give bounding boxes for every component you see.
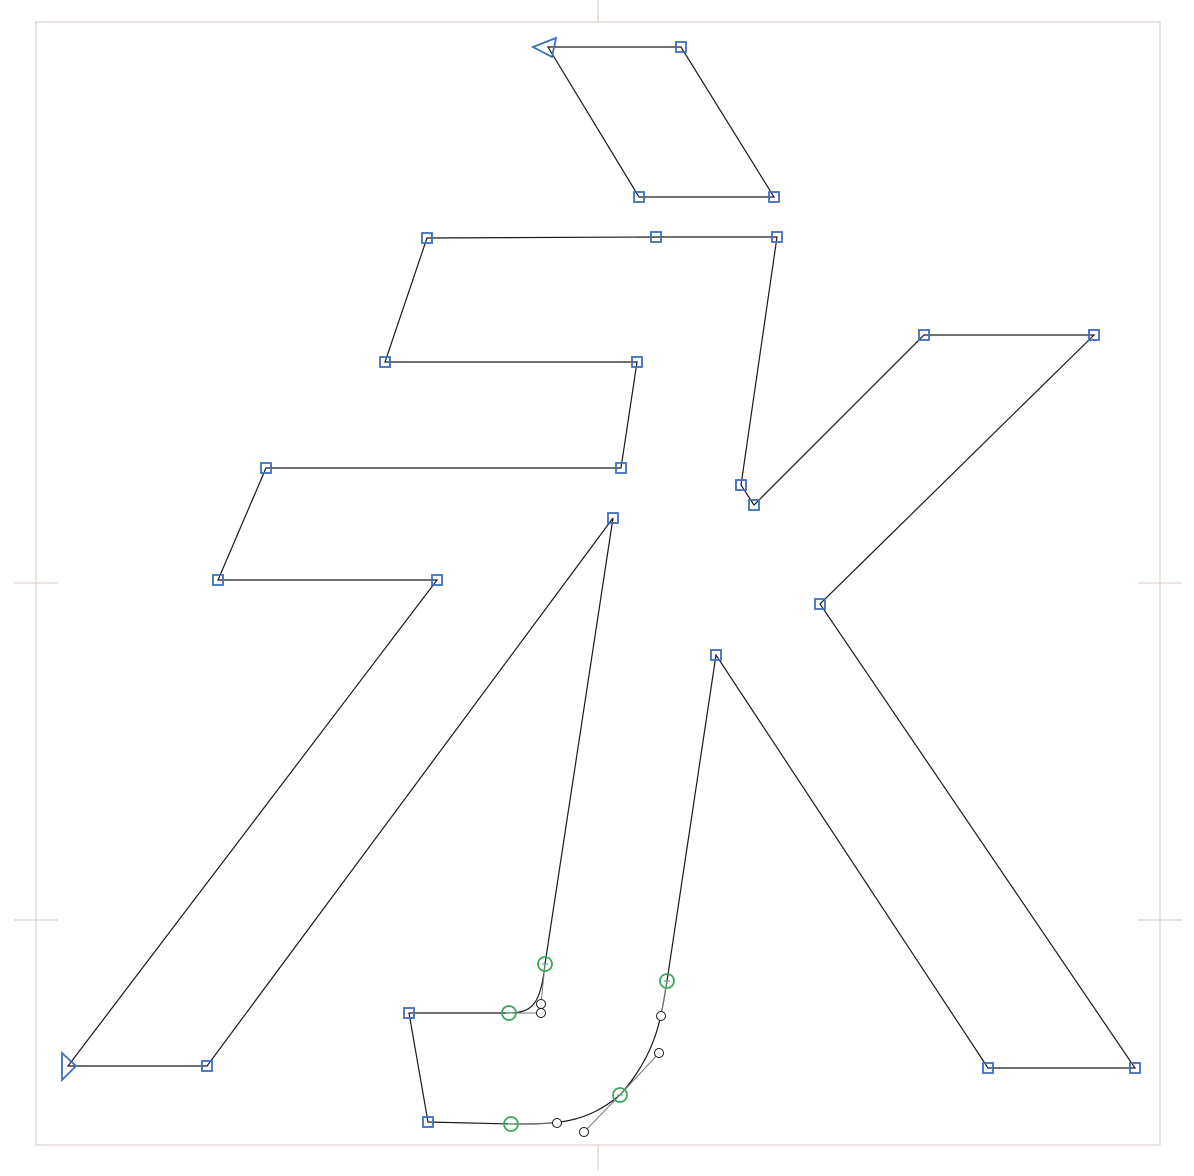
off-curve-handle-icon[interactable]: [536, 1008, 546, 1018]
off-curve-handle-icon[interactable]: [656, 1011, 666, 1021]
corner-point-icon[interactable]: [421, 232, 433, 244]
smooth-point-icon[interactable]: [612, 1087, 628, 1103]
corner-point-icon[interactable]: [918, 329, 930, 341]
glyph-points[interactable]: [61, 36, 1141, 1137]
corner-point-icon[interactable]: [748, 499, 760, 511]
corner-point-icon[interactable]: [710, 649, 722, 661]
off-curve-handle-icon[interactable]: [552, 1118, 562, 1128]
corner-point-icon[interactable]: [1129, 1062, 1141, 1074]
corner-point-icon[interactable]: [814, 598, 826, 610]
off-curve-handle-icon[interactable]: [579, 1127, 589, 1137]
corner-point-icon[interactable]: [615, 462, 627, 474]
corner-point-icon[interactable]: [982, 1062, 994, 1074]
corner-point-icon[interactable]: [422, 1116, 434, 1128]
corner-point-icon[interactable]: [631, 356, 643, 368]
smooth-point-icon[interactable]: [659, 973, 675, 989]
handle-line: [583, 1094, 621, 1133]
smooth-point-icon[interactable]: [537, 956, 553, 972]
em-box: [35, 21, 1161, 1146]
corner-point-icon[interactable]: [735, 479, 747, 491]
contour-start-icon[interactable]: [61, 1050, 78, 1083]
corner-point-icon[interactable]: [431, 574, 443, 586]
off-curve-handle-icon[interactable]: [536, 999, 546, 1009]
handle-line: [660, 980, 668, 1017]
corner-point-icon[interactable]: [201, 1060, 213, 1072]
bezier-handles: [509, 963, 668, 1133]
smooth-point-icon[interactable]: [501, 1005, 517, 1021]
corner-point-icon[interactable]: [379, 356, 391, 368]
glyph-outlines: [66, 46, 1137, 1125]
corner-point-icon[interactable]: [633, 191, 645, 203]
corner-point-icon[interactable]: [260, 462, 272, 474]
handle-line: [619, 1052, 660, 1096]
corner-point-icon[interactable]: [675, 41, 687, 53]
corner-point-icon[interactable]: [768, 191, 780, 203]
corner-point-icon[interactable]: [212, 574, 224, 586]
corner-point-icon[interactable]: [607, 512, 619, 524]
contour-left-strokes: [66, 236, 1137, 1125]
corner-point-icon[interactable]: [650, 231, 662, 243]
off-curve-handle-icon[interactable]: [654, 1048, 664, 1058]
corner-point-icon[interactable]: [771, 231, 783, 243]
contour-dot: [546, 46, 776, 198]
contour-start-icon[interactable]: [530, 36, 558, 59]
corner-point-icon[interactable]: [1088, 329, 1100, 341]
metric-guides: [14, 0, 1182, 1170]
corner-point-icon[interactable]: [403, 1007, 415, 1019]
smooth-point-icon[interactable]: [503, 1116, 519, 1132]
